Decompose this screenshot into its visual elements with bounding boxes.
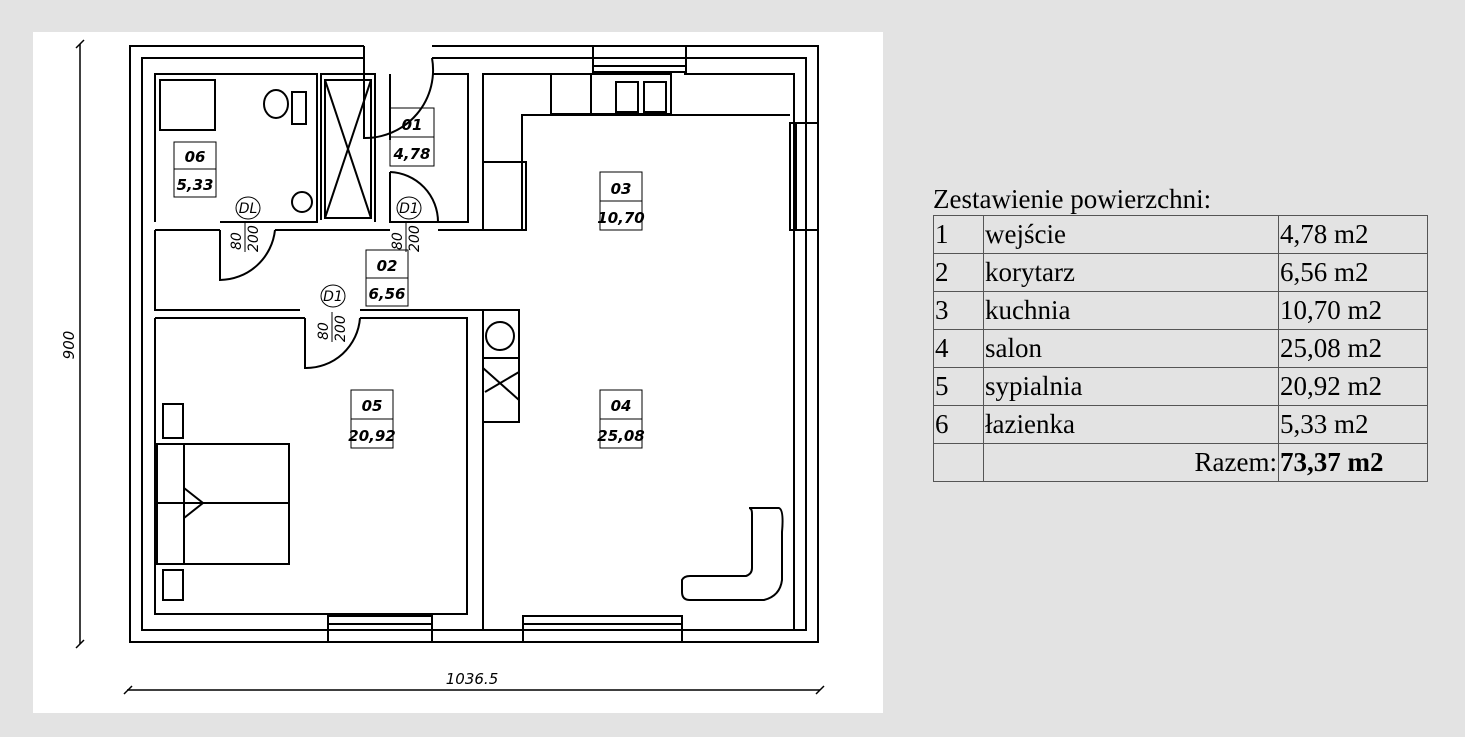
row-number: 4 [933, 329, 984, 368]
door-d1-bedroom-width: 80 [316, 322, 332, 340]
row-number: 2 [933, 253, 984, 292]
total-label: Razem: [983, 443, 1279, 482]
room-06-number: 06 [185, 148, 206, 166]
area-table: 1 wejście 4,78 m2 2 korytarz 6,56 m2 3 k… [933, 215, 1428, 482]
room-name: łazienka [983, 405, 1279, 444]
window-top [592, 46, 687, 73]
room-04-area: 25,08 [597, 427, 644, 445]
door-tag-d1-bedroom: D1 [323, 289, 343, 305]
nightstand-top [162, 403, 184, 439]
door-tag-d1-kitchen: D1 [399, 201, 419, 217]
room-name: salon [983, 329, 1279, 368]
bedroom-wall [154, 317, 468, 615]
table-row: 2 korytarz 6,56 m2 [933, 253, 1428, 292]
room-05-area: 20,92 [348, 427, 395, 445]
window-bottom-right [522, 615, 683, 643]
room-area: 10,70 m2 [1278, 291, 1428, 330]
door-tag-dl: DL [239, 201, 258, 217]
table-row: 3 kuchnia 10,70 m2 [933, 291, 1428, 330]
door-d1-kitchen-width: 80 [390, 232, 406, 250]
table-row: 1 wejście 4,78 m2 [933, 215, 1428, 254]
row-number: 5 [933, 367, 984, 406]
room-area: 5,33 m2 [1278, 405, 1428, 444]
bathroom-wall [154, 73, 318, 223]
total-value: 73,37 m2 [1278, 443, 1428, 482]
closet [324, 79, 372, 219]
row-number: 3 [933, 291, 984, 330]
table-row: 6 łazienka 5,33 m2 [933, 405, 1428, 444]
window-right [789, 122, 819, 231]
width-dimension: 1036.5 [446, 670, 499, 688]
nightstand-bottom [162, 569, 184, 601]
window-bottom-left [327, 615, 433, 643]
bedroom-door [304, 317, 361, 370]
room-area: 6,56 m2 [1278, 253, 1428, 292]
room-name: korytarz [983, 253, 1279, 292]
room-03-number: 03 [611, 180, 632, 198]
room-03-area: 10,70 [597, 209, 644, 227]
shower [159, 79, 216, 131]
table-total-row: Razem: 73,37 m2 [933, 443, 1428, 482]
row-number: 1 [933, 215, 984, 254]
room-06-area: 5,33 [176, 176, 213, 194]
door-d1-kitchen-height: 200 [407, 225, 423, 252]
room-area: 4,78 m2 [1278, 215, 1428, 254]
summary-title: Zestawienie powierzchni: [933, 184, 1212, 214]
room-04-number: 04 [611, 397, 632, 415]
kitchen-counter [483, 114, 790, 231]
hall-wall [154, 229, 526, 311]
door-d1-bedroom-height: 200 [333, 315, 349, 342]
floor-plan-drawing: 1036.5 900 06 5,33 01 4,78 03 10,70 02 6… [60, 39, 825, 695]
room-02-area: 6,56 [368, 285, 405, 303]
outer-wall-inner [141, 57, 807, 631]
floor-plan-panel: 1036.5 900 06 5,33 01 4,78 03 10,70 02 6… [33, 32, 883, 713]
table-row: 4 salon 25,08 m2 [933, 329, 1428, 368]
row-number: 6 [933, 405, 984, 444]
room-area: 25,08 m2 [1278, 329, 1428, 368]
bathroom-door [219, 229, 276, 282]
room-02-number: 02 [377, 257, 398, 275]
sink [550, 73, 672, 115]
entry-wall [364, 73, 469, 223]
room-name: sypialnia [983, 367, 1279, 406]
door-dl-width: 80 [229, 232, 245, 250]
fridge [482, 357, 520, 423]
room-name: kuchnia [983, 291, 1279, 330]
sofa [681, 507, 784, 601]
kitchen-door [389, 171, 440, 223]
door-dl-height: 200 [246, 225, 262, 252]
room-area: 20,92 m2 [1278, 367, 1428, 406]
table-row: 5 sypialnia 20,92 m2 [933, 367, 1428, 406]
kitchen-wall [482, 73, 795, 631]
room-05-number: 05 [362, 397, 383, 415]
washbasin [291, 191, 313, 213]
area-summary: Zestawienie powierzchni: 1 wejście 4,78 … [933, 183, 1428, 482]
height-dimension: 900 [60, 331, 78, 360]
total-empty-cell [933, 443, 984, 482]
room-name: wejście [983, 215, 1279, 254]
toilet [263, 89, 289, 119]
room-01-area: 4,78 [392, 145, 430, 163]
room-01-number: 01 [402, 116, 423, 134]
outer-wall-outer [129, 45, 819, 643]
entry-door [363, 46, 435, 140]
